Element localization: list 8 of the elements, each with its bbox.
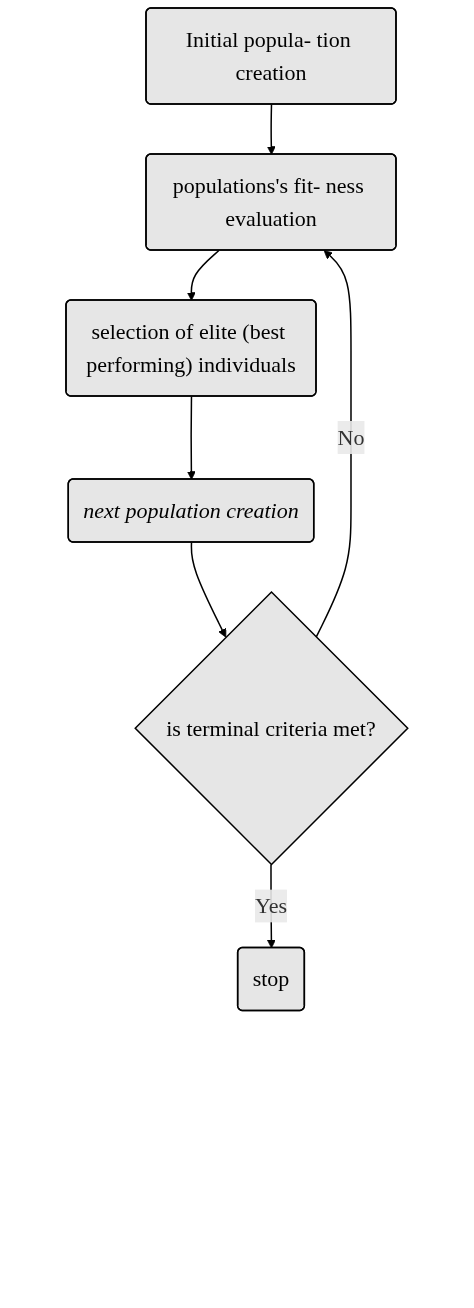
arrow [267,103,276,155]
arrow [190,541,227,638]
arrow [187,395,196,480]
arrow [315,250,352,638]
edge-label: No [337,424,365,450]
edge-label: Yes [255,893,288,919]
arrow [187,249,220,301]
node-diamond: is terminal criteria met? [134,590,409,866]
